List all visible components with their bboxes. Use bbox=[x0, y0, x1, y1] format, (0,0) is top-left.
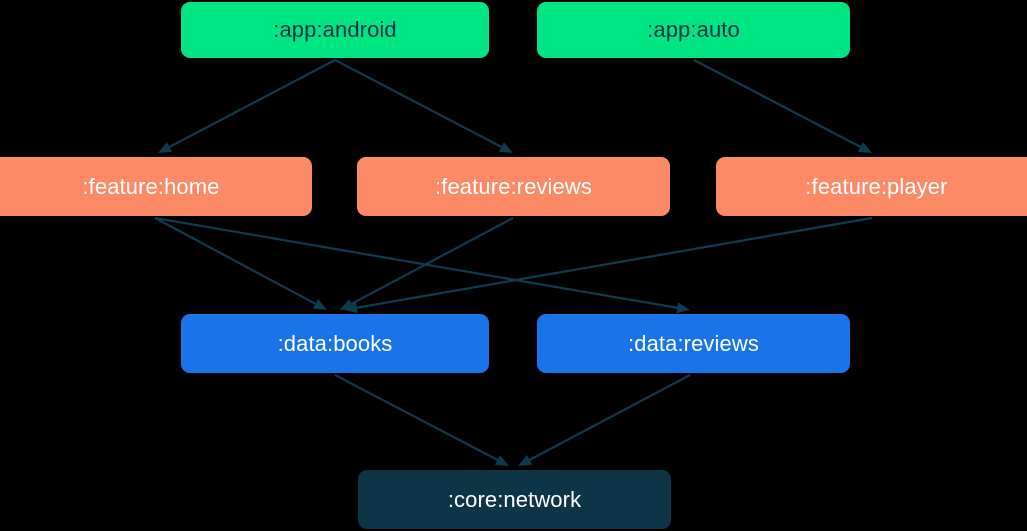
graph-node-label: :data:books bbox=[277, 330, 393, 356]
edge-arrowhead-icon bbox=[494, 455, 509, 466]
edge-data-reviews-core-network bbox=[518, 374, 691, 466]
graph-node-label: :data:reviews bbox=[628, 330, 759, 356]
edge-feature-player-data-books bbox=[344, 216, 873, 314]
edge-line bbox=[167, 59, 336, 149]
edge-line bbox=[334, 59, 504, 149]
edge-line bbox=[334, 374, 500, 462]
edge-arrowhead-icon bbox=[498, 142, 513, 153]
edge-arrowhead-icon bbox=[158, 142, 173, 153]
edge-arrowhead-icon bbox=[857, 142, 872, 153]
edge-arrowhead-icon bbox=[518, 455, 533, 466]
edge-line bbox=[527, 374, 691, 462]
graph-node-label: :app:auto bbox=[647, 17, 740, 42]
edge-data-books-core-network bbox=[334, 374, 509, 466]
graph-node-app-auto[interactable]: :app:auto bbox=[537, 2, 850, 58]
graph-node-data-reviews[interactable]: :data:reviews bbox=[537, 314, 850, 373]
edge-app-android-feature-reviews bbox=[334, 59, 513, 153]
edge-line bbox=[354, 216, 873, 310]
edge-line bbox=[693, 59, 863, 149]
graph-node-feature-player[interactable]: :feature:player bbox=[716, 157, 1027, 216]
edge-feature-home-data-reviews bbox=[154, 216, 690, 314]
graph-node-data-books[interactable]: :data:books bbox=[181, 314, 489, 373]
edge-line bbox=[154, 217, 318, 306]
graph-node-core-network[interactable]: :core:network bbox=[358, 470, 671, 529]
graph-node-app-android[interactable]: :app:android bbox=[181, 2, 489, 58]
graph-node-label: :feature:player bbox=[805, 173, 948, 199]
graph-node-feature-reviews[interactable]: :feature:reviews bbox=[357, 157, 670, 216]
edge-arrowhead-icon bbox=[312, 299, 327, 310]
edge-arrowhead-icon bbox=[676, 302, 690, 314]
edge-app-android-feature-home bbox=[158, 59, 336, 153]
graph-node-label: :feature:reviews bbox=[435, 173, 592, 199]
graph-node-feature-home[interactable]: :feature:home bbox=[0, 157, 312, 216]
graph-node-label: :feature:home bbox=[82, 173, 220, 199]
edge-arrowhead-icon bbox=[344, 302, 358, 314]
graph-node-label: :app:android bbox=[273, 17, 397, 42]
edge-line bbox=[154, 216, 680, 310]
edge-feature-home-data-books bbox=[154, 217, 327, 310]
edge-line bbox=[349, 217, 514, 306]
edge-app-auto-feature-player bbox=[693, 59, 872, 153]
graph-node-label: :core:network bbox=[447, 486, 582, 512]
